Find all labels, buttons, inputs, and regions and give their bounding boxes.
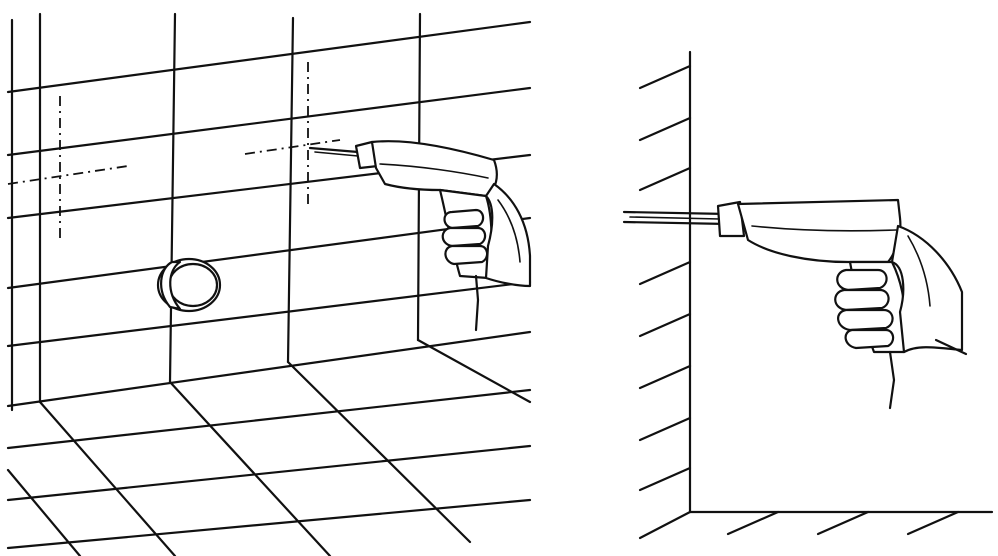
drill-marking-cross-right [244, 62, 341, 206]
floor-hatching [726, 510, 960, 536]
floor-tile-joints [6, 338, 532, 556]
wall-hatching [638, 64, 692, 540]
drill-with-hand-icon-left [308, 140, 532, 332]
drill-with-hand-icon-right [716, 198, 968, 410]
wall-vertical-joints [10, 12, 422, 412]
right-panel-wall-section [622, 50, 994, 540]
drill-marking-cross-left [7, 96, 129, 240]
wall-floor-junction [6, 330, 532, 408]
left-panel-tiled-room [6, 12, 532, 556]
pipe-outlet-icon [156, 257, 222, 313]
drill-bit-in-wall [622, 210, 730, 226]
wall-horizontal-joints [6, 20, 532, 348]
